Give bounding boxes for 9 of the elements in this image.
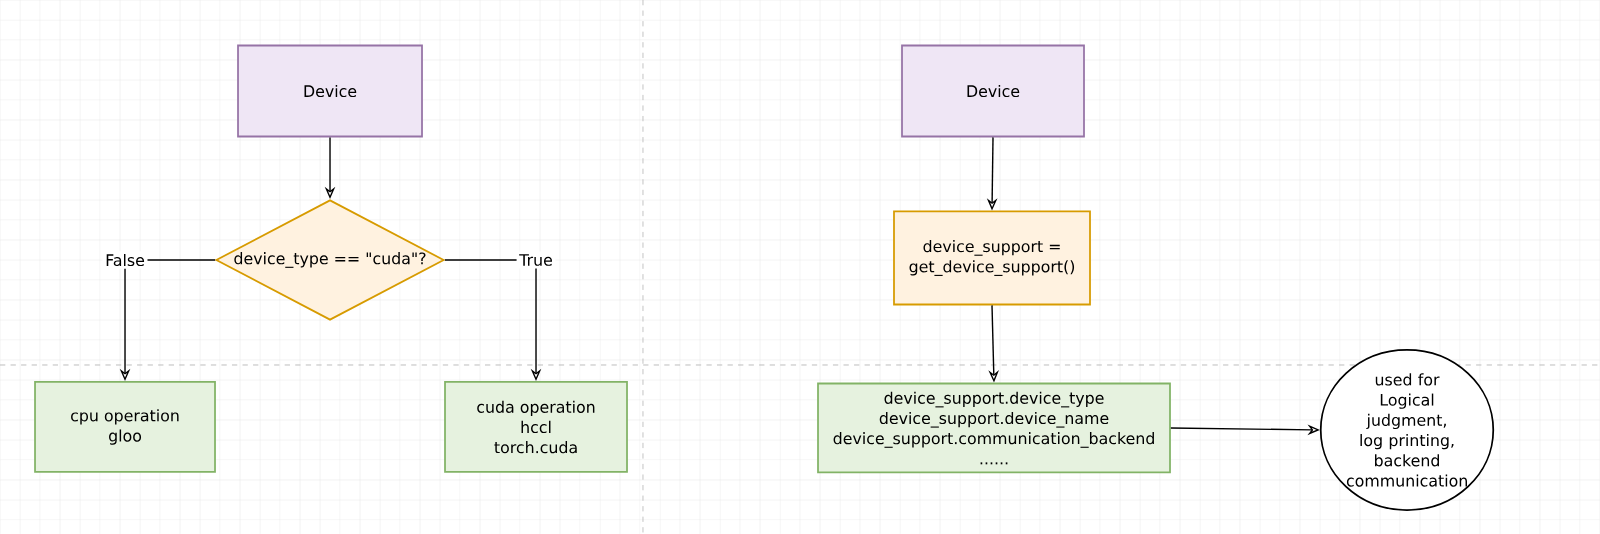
process-box: Device (901, 44, 1085, 138)
process-box: Device (237, 44, 423, 138)
process-box: cpu operation gloo (34, 381, 216, 473)
process-box: cuda operation hccl torch.cuda (444, 381, 628, 473)
process-box: device_support = get_device_support() (893, 210, 1091, 306)
edge-label: False (102, 251, 148, 269)
node-label: used for Logical judgment, log printing, backend communication (1346, 373, 1467, 487)
edge-label: True (516, 251, 556, 269)
process-box: device_support.device_type device_support.device_name device_support.communication_backend ...... (817, 382, 1171, 474)
